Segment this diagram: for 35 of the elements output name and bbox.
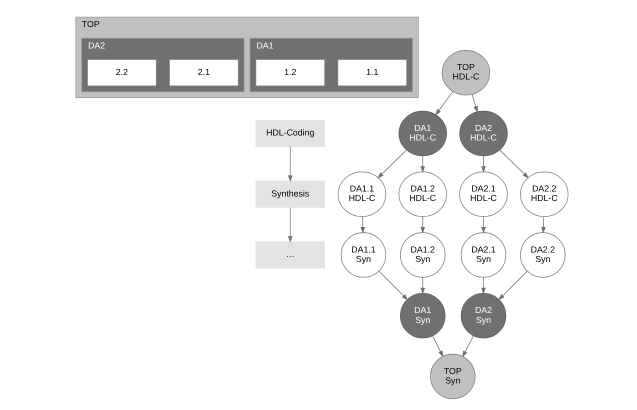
- arrow: [462, 336, 474, 358]
- node-box: …: [254, 241, 325, 268]
- arrow: [432, 336, 443, 358]
- arrow: [287, 146, 292, 182]
- node-circle: DA1.2 Syn: [400, 232, 445, 278]
- arrow: [434, 91, 453, 116]
- arrow: [360, 216, 365, 234]
- arrow: [376, 150, 406, 178]
- node-circle: DA1.1 Syn: [340, 232, 386, 278]
- node-circle: DA2.1 Syn: [460, 232, 506, 278]
- arrow: [420, 277, 425, 294]
- arrow: [498, 150, 528, 178]
- arrow: [287, 207, 292, 243]
- arrow: [498, 270, 528, 300]
- node-circle: TOP HDL-C: [441, 50, 490, 96]
- arrow: [378, 270, 408, 300]
- arrow: [480, 277, 486, 294]
- node-box: HDL-Coding: [254, 120, 325, 147]
- node-circle: TOP Syn: [430, 354, 475, 400]
- arrow: [420, 216, 425, 234]
- node-box: Synthesis: [254, 180, 325, 208]
- arrow: [540, 216, 546, 234]
- arrow: [480, 156, 486, 173]
- node-circle: DA1.2 HDL-C: [398, 172, 446, 217]
- node-circle: DA2.1 HDL-C: [458, 172, 508, 217]
- node-box: 2.1: [168, 59, 238, 86]
- node-box: 1.2: [254, 59, 325, 86]
- arrow: [471, 94, 478, 113]
- node-box: 2.2: [86, 59, 156, 86]
- node-circle: DA2.2 Syn: [520, 232, 565, 278]
- node-circle: DA1 HDL-C: [398, 110, 446, 156]
- node-circle: DA2 HDL-C: [458, 110, 508, 156]
- node-box: 1.1: [336, 59, 407, 86]
- arrow: [420, 156, 425, 173]
- arrow: [480, 216, 486, 234]
